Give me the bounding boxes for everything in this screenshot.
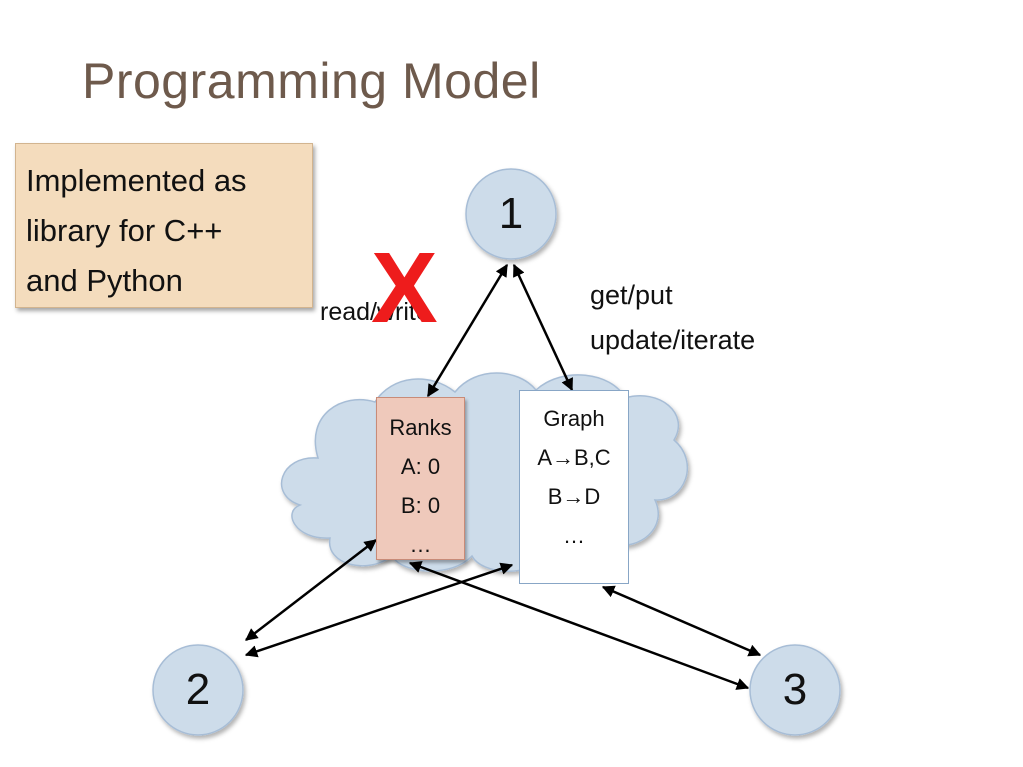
arrow-node1-ranks [426,263,509,398]
note-line-3: and Python [26,263,183,298]
arrow-node2-ranks [245,539,377,641]
arrow-node1-graph [512,263,574,392]
arrow-node3-graph [601,585,762,657]
note-line-2: library for C++ [26,213,223,248]
graph-table: Graph A→B,C B→D … [519,390,629,584]
slide-title: Programming Model [82,53,541,109]
update-iterate-label: update/iterate [590,325,756,355]
note-line-1: Implemented as [26,163,247,198]
node-1 [465,168,557,260]
implementation-note: Implemented as library for C++ and Pytho… [15,143,313,308]
ranks-line-2: B: 0 [400,493,441,518]
graph-line-2: B→D [547,484,601,509]
ranks-line-1: A: 0 [400,454,441,479]
node-3-label: 3 [782,665,808,714]
graph-line-1: A→B,C [537,445,611,470]
node-2-label: 2 [185,665,211,714]
read-write-label: read/write [320,298,430,326]
node-2 [152,644,244,736]
crossed-out-mark: X [371,232,438,344]
ranks-title: Ranks [389,415,452,440]
get-put-label: get/put [590,280,673,310]
ranks-table: Ranks A: 0 B: 0 … [376,397,465,560]
graph-line-3: … [563,523,585,548]
node-1-label: 1 [498,189,524,238]
node-3 [749,644,841,736]
graph-title: Graph [543,406,605,431]
ranks-line-3: … [409,532,432,557]
arrow-node3-ranks [408,561,750,690]
